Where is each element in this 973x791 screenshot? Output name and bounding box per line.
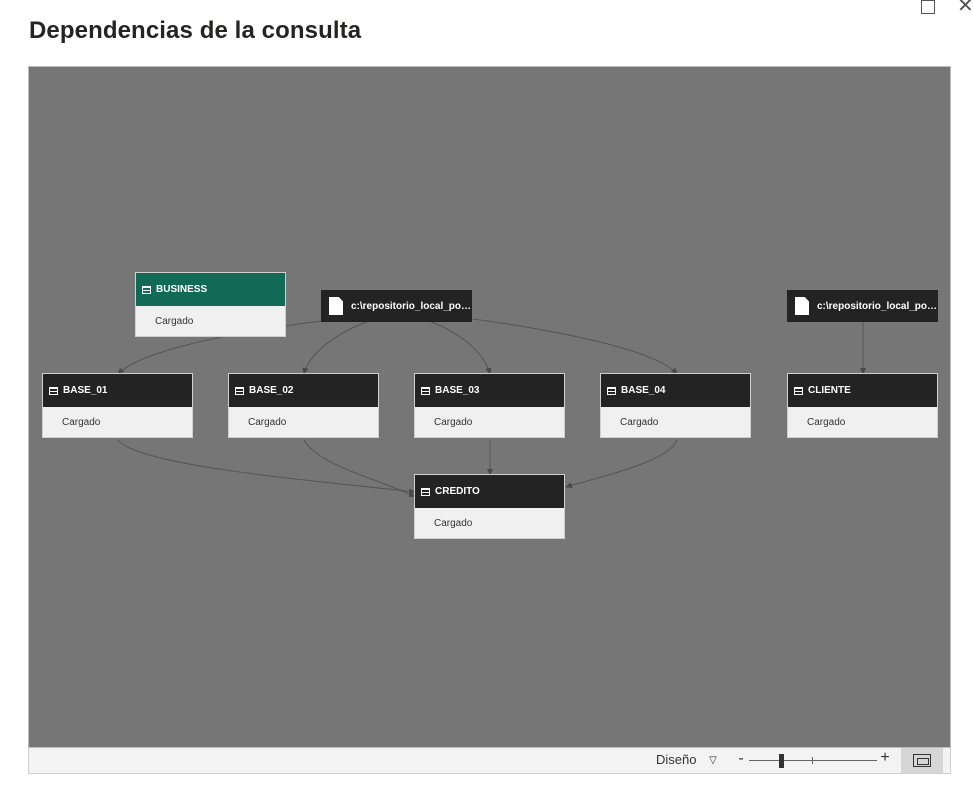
diagram-statusbar: Diseño ▽ - + [28, 748, 951, 774]
query-node-name: CLIENTE [808, 385, 851, 396]
query-node-status: Cargado [807, 417, 846, 428]
query-node-name: BASE_01 [63, 385, 108, 396]
edge-source1-base02 [302, 320, 370, 375]
query-node-status: Cargado [155, 316, 194, 327]
table-icon [142, 285, 151, 294]
query-node-name: BASE_02 [249, 385, 294, 396]
source-node-name: c:\repositorio_local_pow... [817, 300, 938, 312]
query-node-name: BASE_03 [435, 385, 480, 396]
fit-to-screen-button[interactable] [901, 748, 943, 773]
edge-source1-base01 [117, 320, 323, 375]
fit-screen-icon [913, 754, 931, 767]
table-icon [794, 386, 803, 395]
zoom-slider[interactable] [749, 754, 877, 768]
edge-source1-base04 [472, 318, 678, 375]
edge-base02-credito [303, 439, 416, 498]
query-node-header: BASE_02 [229, 374, 378, 407]
table-icon [49, 386, 58, 395]
query-node-status: Cargado [620, 417, 659, 428]
query-node-status: Cargado [434, 417, 473, 428]
close-button[interactable]: ✕ [957, 0, 973, 17]
dependency-edges [117, 318, 866, 498]
query-node-name: BUSINESS [156, 284, 208, 295]
query-node-credito[interactable]: CREDITO Cargado [414, 474, 565, 539]
query-node-status: Cargado [434, 518, 473, 529]
edge-base01-credito [117, 439, 416, 495]
table-icon [607, 386, 616, 395]
file-icon [329, 297, 343, 315]
maximize-button[interactable] [921, 0, 935, 14]
file-icon [795, 297, 809, 315]
query-node-status: Cargado [248, 417, 287, 428]
query-node-header: CREDITO [415, 475, 564, 508]
table-icon [421, 386, 430, 395]
query-node-base-02[interactable]: BASE_02 Cargado [228, 373, 379, 438]
source-node-1[interactable]: c:\repositorio_local_pow... [321, 290, 472, 322]
query-node-header: BASE_03 [415, 374, 564, 407]
query-node-name: BASE_04 [621, 385, 666, 396]
zoom-out-button[interactable]: - [738, 750, 744, 767]
zoom-slider-tick [812, 757, 813, 764]
query-node-header: BASE_01 [43, 374, 192, 407]
query-node-status: Cargado [62, 417, 101, 428]
query-node-cliente[interactable]: CLIENTE Cargado [787, 373, 938, 438]
edge-source1-base03 [428, 320, 492, 375]
zoom-in-button[interactable]: + [880, 749, 890, 766]
zoom-slider-track [749, 760, 877, 761]
query-node-header: BUSINESS [136, 273, 285, 306]
edge-base04-credito [565, 439, 678, 489]
chevron-down-icon[interactable]: ▽ [709, 755, 717, 766]
table-icon [421, 487, 430, 496]
dependency-diagram-canvas[interactable]: BUSINESS Cargado c:\repositorio_local_po… [28, 66, 951, 748]
query-node-base-04[interactable]: BASE_04 Cargado [600, 373, 751, 438]
layout-label[interactable]: Diseño [656, 752, 697, 767]
query-node-base-01[interactable]: BASE_01 Cargado [42, 373, 193, 438]
query-node-base-03[interactable]: BASE_03 Cargado [414, 373, 565, 438]
query-node-header: BASE_04 [601, 374, 750, 407]
query-node-header: CLIENTE [788, 374, 937, 407]
query-node-business[interactable]: BUSINESS Cargado [135, 272, 286, 337]
zoom-slider-thumb[interactable] [779, 754, 784, 768]
source-node-name: c:\repositorio_local_pow... [351, 300, 472, 312]
source-node-2[interactable]: c:\repositorio_local_pow... [787, 290, 938, 322]
dialog-title: Dependencias de la consulta [29, 17, 362, 44]
query-node-name: CREDITO [435, 486, 480, 497]
table-icon [235, 386, 244, 395]
